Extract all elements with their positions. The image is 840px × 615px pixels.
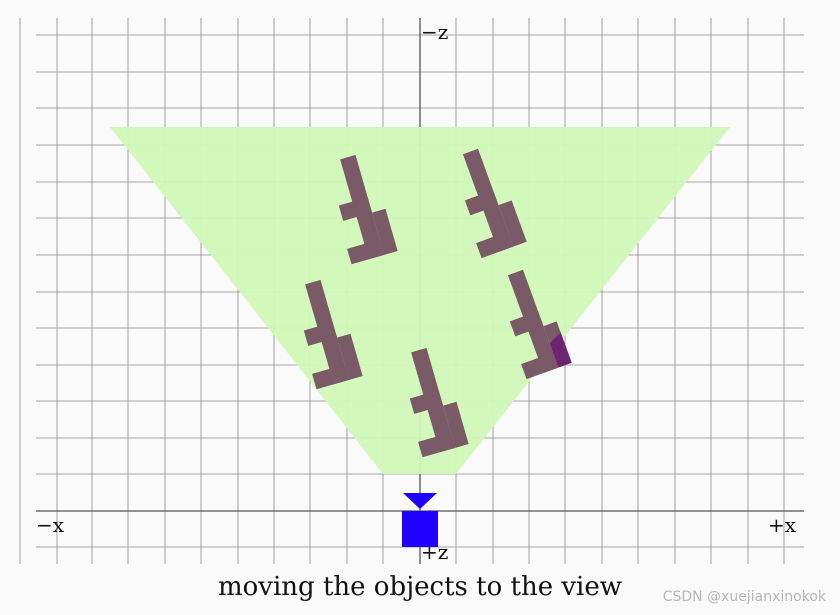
- view-frustum: [110, 127, 730, 474]
- caption: moving the objects to the view: [217, 572, 623, 602]
- f-object-5: [409, 347, 469, 458]
- f-bottom-arm: [521, 352, 559, 380]
- f-object-1: [338, 154, 398, 265]
- camera: [402, 493, 438, 547]
- watermark: CSDN @xuejianxinokok: [662, 589, 826, 605]
- f-middle-arm: [409, 390, 444, 414]
- f-clipped-part: [549, 332, 572, 368]
- f-bottom-arm: [312, 364, 350, 390]
- f-bottom-arm: [476, 231, 514, 259]
- f-foot: [337, 333, 363, 380]
- camera-body: [402, 511, 438, 547]
- f-bottom-arm: [347, 239, 385, 265]
- f-foot: [372, 208, 398, 255]
- f-bottom-arm: [418, 432, 456, 458]
- f-foot: [443, 401, 469, 448]
- f-object-3: [303, 279, 363, 390]
- neg-x-axis-label: −x: [36, 513, 65, 537]
- f-foot: [498, 200, 527, 247]
- f-middle-arm: [464, 190, 499, 216]
- camera-direction-icon: [403, 493, 437, 509]
- f-middle-arm: [509, 311, 544, 337]
- neg-z-axis-label: −z: [421, 20, 449, 44]
- objects-layer: [303, 148, 572, 458]
- f-object-4: [507, 269, 572, 380]
- f-object-2: [462, 148, 527, 259]
- f-middle-arm: [303, 322, 338, 346]
- pos-x-axis-label: +x: [768, 513, 797, 537]
- f-middle-arm: [338, 197, 373, 221]
- scene-diagram: [19, 18, 804, 564]
- pos-z-axis-label: +z: [421, 540, 449, 564]
